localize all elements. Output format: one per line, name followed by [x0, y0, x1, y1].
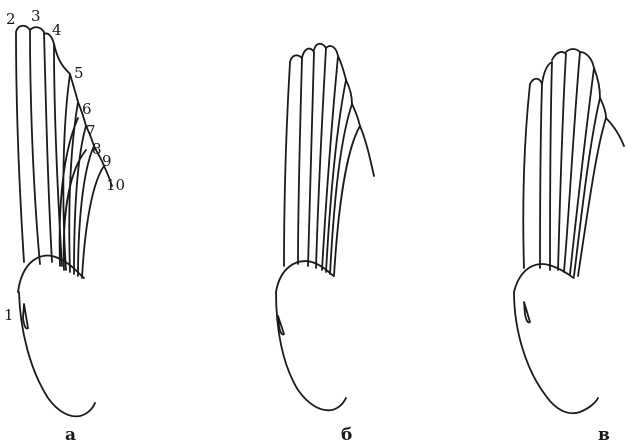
label-7: 7 — [86, 122, 96, 140]
label-1: 1 — [4, 306, 14, 324]
panel-b-ray-2 — [302, 49, 314, 266]
panel-b: б — [276, 44, 374, 445]
panel-c-ray-1 — [523, 79, 542, 268]
panel-b-ray-1 — [284, 55, 302, 266]
panel-c-ray-6 — [574, 68, 600, 276]
label-3: 3 — [31, 7, 41, 25]
panel-b-caption: б — [341, 425, 352, 445]
label-10: 10 — [106, 176, 125, 194]
label-6: 6 — [82, 100, 92, 118]
panel-a-small-loop — [23, 304, 28, 329]
label-4: 4 — [52, 21, 62, 39]
panel-a-ray-1 — [16, 26, 40, 264]
panel-a-ray-8 — [82, 146, 104, 278]
panel-c-caption: в — [598, 425, 610, 445]
panel-a-ray-2 — [30, 27, 52, 262]
label-5: 5 — [74, 64, 84, 82]
label-8: 8 — [92, 140, 102, 158]
panel-a-hook-curve — [19, 292, 95, 416]
label-9: 9 — [102, 152, 112, 170]
panel-c-ray-5 — [570, 52, 594, 274]
panel-c-ray-8 — [606, 118, 624, 146]
panel-c-ray-3 — [552, 52, 566, 270]
panel-b-hook-curve — [276, 292, 346, 410]
panel-c: в — [514, 49, 624, 445]
panel-a: 1 2 3 4 5 6 7 8 9 10 а — [4, 7, 125, 445]
panel-c-ray-7 — [578, 98, 606, 276]
panel-c-ray-4 — [564, 49, 580, 272]
panel-a-caption: а — [65, 425, 76, 445]
panel-b-ray-8 — [360, 126, 374, 176]
panel-b-rays — [284, 44, 374, 276]
panel-c-rays — [523, 49, 624, 276]
panel-c-ray-2 — [542, 62, 552, 270]
label-2: 2 — [6, 10, 16, 28]
panel-c-small-loop — [524, 302, 530, 323]
